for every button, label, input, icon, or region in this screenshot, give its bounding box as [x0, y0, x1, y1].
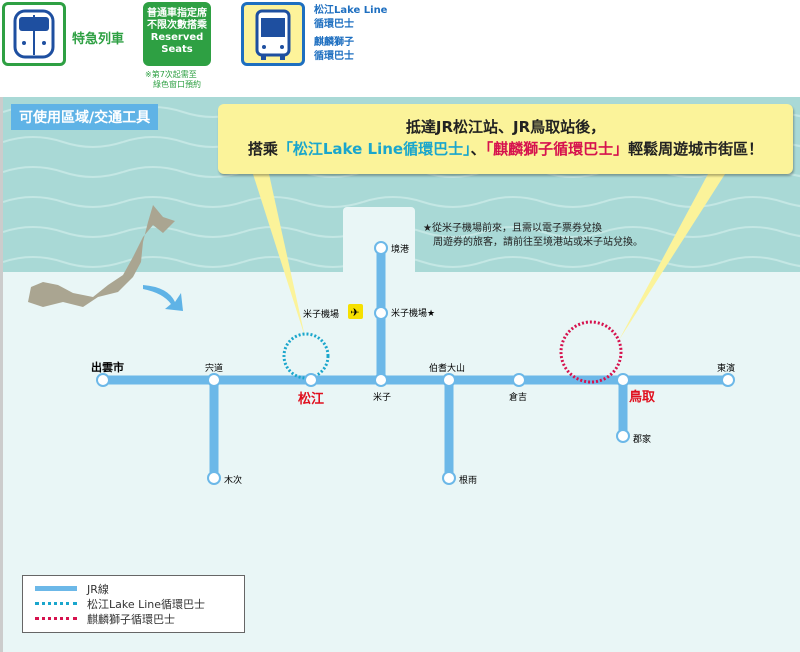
airplane-icon — [348, 304, 363, 319]
legend-jr: JR線 — [87, 582, 109, 596]
label-hokidaisen: 伯耆大山 — [429, 364, 466, 374]
reserved-seats-icon: 普通車指定席 不限次數搭乘 Reserved Seats — [143, 2, 211, 66]
callout-lake-line: 「松江Lake Line循環巴士」 — [277, 140, 471, 158]
reserved-note1: ※第7次起需至 — [145, 70, 197, 79]
lake-line-bus-circle — [282, 332, 330, 380]
kirin-bus-label-2: 循環巴士 — [314, 51, 354, 62]
arrow-icon — [143, 285, 183, 311]
station-yonago — [374, 373, 388, 387]
airport-note-1: ★從米子機場前來，且需以電子票券兌換 — [423, 223, 602, 234]
reserved-note2: 綠色窗口預約 — [153, 80, 201, 89]
reserved-line1: 普通車指定席 — [147, 8, 207, 19]
kirin-bus-label-1: 麒麟獅子 — [314, 37, 354, 48]
kirin-swatch — [35, 617, 77, 620]
label-matsue: 松江 — [298, 392, 325, 407]
label-shinji: 宍道 — [205, 364, 224, 374]
station-tottori — [616, 373, 630, 387]
station-matsue — [304, 373, 318, 387]
station-kurayoshi — [512, 373, 526, 387]
label-kisuki: 木次 — [224, 476, 243, 486]
callout-kirin: 「麒麟獅子循環巴士」 — [485, 140, 629, 158]
reserved-line4: Seats — [161, 44, 193, 55]
station-koge — [616, 429, 630, 443]
callout-pre: 搭乘 — [247, 140, 278, 158]
area-map: ✈ 可使用區域/交通工具 抵達JR松江站、JR鳥取站後， 搭乘「松江Lake L… — [0, 97, 800, 652]
svg-text:✈: ✈ — [350, 306, 359, 319]
label-kurayoshi: 倉吉 — [509, 393, 528, 403]
bus-icon — [241, 2, 305, 66]
label-yonago: 米子 — [373, 393, 392, 403]
station-yonago-airport — [374, 306, 388, 320]
label-sakaiminato: 境港 — [391, 245, 410, 255]
label-koge: 郡家 — [633, 435, 652, 445]
legend-kirin: 麒麟獅子循環巴士 — [87, 612, 175, 626]
airport-label: 米子機場 — [303, 310, 340, 320]
express-train-icon — [2, 2, 66, 66]
legend: JR線 松江Lake Line循環巴士 麒麟獅子循環巴士 — [22, 575, 245, 633]
station-higashihama — [721, 373, 735, 387]
jr-line-swatch — [35, 586, 77, 591]
callout: 抵達JR松江站、JR鳥取站後， 搭乘「松江Lake Line循環巴士」、「麒麟獅… — [218, 104, 793, 174]
section-title: 可使用區域/交通工具 — [11, 104, 159, 130]
station-sakaiminato — [374, 241, 388, 255]
airport-note-2: 周遊券的旅客，請前往至境港站或米子站兌換。 — [433, 237, 643, 248]
station-izumoshi — [96, 373, 110, 387]
label-yonago-airport: 米子機場★ — [391, 309, 436, 319]
station-neu — [442, 471, 456, 485]
station-hokidaisen — [442, 373, 456, 387]
label-tottori: 鳥取 — [629, 390, 656, 405]
kirin-bus-circle — [559, 320, 623, 384]
label-neu: 根雨 — [459, 476, 478, 486]
legend-lake-line: 松江Lake Line循環巴士 — [87, 597, 206, 611]
callout-line1: 抵達JR松江站、JR鳥取站後， — [405, 118, 606, 136]
japan-map-icon — [28, 205, 175, 307]
callout-post: 輕鬆周遊城市街區！ — [628, 140, 764, 158]
callout-sep: 、 — [470, 140, 486, 158]
station-kisuki — [207, 471, 221, 485]
reserved-line3: Reserved — [150, 32, 204, 43]
lake-line-swatch — [35, 602, 77, 605]
express-train-label: 特急列車 — [72, 32, 125, 47]
label-izumoshi: 出雲市 — [91, 361, 124, 374]
station-shinji — [207, 373, 221, 387]
label-higashihama: 東濱 — [717, 364, 736, 374]
reserved-line2: 不限次數搭乘 — [147, 20, 207, 31]
lake-line-bus-label-1: 松江Lake Line — [314, 5, 388, 16]
lake-line-bus-label-2: 循環巴士 — [314, 19, 354, 30]
